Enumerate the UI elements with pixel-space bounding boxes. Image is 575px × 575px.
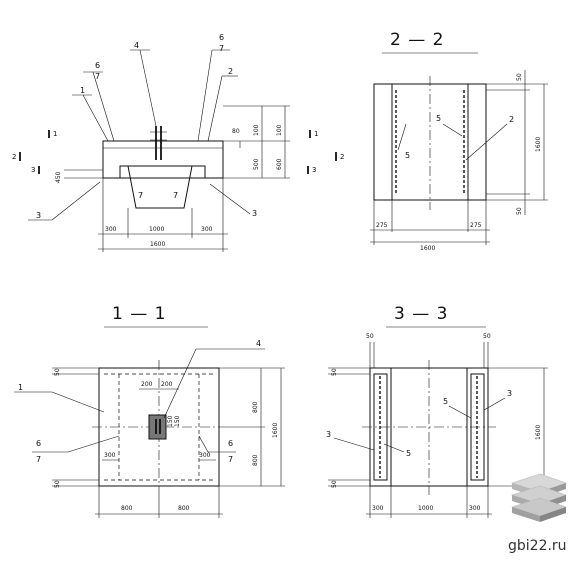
- cut-3-left: 3: [31, 166, 35, 174]
- pos-3-right: 3: [252, 209, 257, 218]
- cut-1-left: 1: [53, 130, 57, 138]
- dim-275-left: 275: [376, 222, 388, 229]
- cut-3-right: 3: [312, 166, 316, 174]
- dim-150-b: 150: [174, 415, 181, 427]
- pos-4: 4: [134, 41, 139, 50]
- dim-300-right-section33: 300: [469, 505, 481, 512]
- dim-1600-vertical: 1600: [535, 137, 542, 152]
- dim-300-right: 300: [201, 226, 213, 233]
- stacked-slabs-logo-icon: [511, 473, 567, 522]
- pos-7-left: 7: [95, 72, 100, 81]
- pos-3-left: 3: [36, 211, 41, 220]
- pos-5-b-section33: 5: [406, 449, 411, 458]
- section-title-2-2: 2 — 2: [390, 30, 444, 50]
- dim-100-a: 100: [253, 124, 260, 136]
- pos-7-b: 7: [173, 191, 178, 200]
- cut-2-left: 2: [12, 153, 16, 161]
- section-2-2-view: 2 — 2 5 5 2 50 50 1600 275 275 1600: [370, 30, 548, 252]
- dim-800-right: 800: [178, 505, 190, 512]
- dim-300-left-section33: 300: [372, 505, 384, 512]
- dim-150-a: 150: [167, 415, 174, 427]
- pos-3-left-section33: 3: [326, 430, 331, 439]
- dim-50-top-section11: 50: [54, 368, 61, 376]
- dim-275-right: 275: [470, 222, 482, 229]
- dim-300-left-section11: 300: [104, 452, 116, 459]
- dim-300-left: 300: [105, 226, 117, 233]
- front-elevation-view: 4 6 7 1 6 7 2 3 3 7 7 1 1 2 2 3 3 80 500…: [12, 33, 344, 252]
- dim-1000: 1000: [149, 226, 164, 233]
- pos-5-a-section33: 5: [443, 397, 448, 406]
- dim-800-a: 800: [252, 401, 259, 413]
- dim-200-right: 200: [161, 381, 173, 388]
- pos-7-a: 7: [138, 191, 143, 200]
- dim-1600: 1600: [150, 241, 165, 248]
- pos-4-section11: 4: [256, 339, 261, 348]
- dim-50-left-section33: 50: [366, 333, 374, 340]
- dim-1600-vertical-section33: 1600: [535, 425, 542, 440]
- dim-50-top-section33: 50: [331, 368, 338, 376]
- dim-50-bottom: 50: [516, 207, 523, 215]
- pos-5-a: 5: [436, 114, 441, 123]
- dim-200-left: 200: [141, 381, 153, 388]
- pos-7-right-section11: 7: [228, 455, 233, 464]
- pos-2-section22: 2: [509, 115, 514, 124]
- dim-80: 80: [232, 128, 240, 135]
- pos-6-left-section11: 6: [36, 439, 41, 448]
- cut-2-right: 2: [340, 153, 344, 161]
- dim-50-bottom-section11: 50: [54, 480, 61, 488]
- watermark-text: gbi22.ru: [508, 538, 567, 554]
- dim-1000-section33: 1000: [418, 505, 433, 512]
- dim-800-b: 800: [252, 454, 259, 466]
- pos-7-right: 7: [219, 44, 224, 53]
- cut-1-right: 1: [314, 130, 318, 138]
- dim-1600-vertical-section11: 1600: [272, 423, 279, 438]
- pos-1-section11: 1: [18, 383, 23, 392]
- dim-600: 600: [276, 158, 283, 170]
- pos-6-right: 6: [219, 33, 224, 42]
- section-1-1-view: 1 — 1 4 1 6 7 6 7 200 200 150 150 30: [14, 304, 285, 518]
- dim-50-bottom-section33: 50: [331, 480, 338, 488]
- dim-450: 450: [55, 171, 62, 183]
- dim-300-right-section11: 300: [199, 452, 211, 459]
- dim-50-right-section33: 50: [483, 333, 491, 340]
- pos-3-right-section33: 3: [507, 389, 512, 398]
- dim-1600-horizontal: 1600: [420, 245, 435, 252]
- pos-2: 2: [228, 67, 233, 76]
- pos-7-left-section11: 7: [36, 455, 41, 464]
- dim-50-top: 50: [516, 73, 523, 81]
- pos-5-b: 5: [405, 151, 410, 160]
- dim-500: 500: [253, 158, 260, 170]
- section-title-1-1: 1 — 1: [112, 304, 166, 324]
- section-3-3-view: 3 — 3 5 5 3 3 50 50 50 50: [326, 304, 548, 518]
- pos-1: 1: [80, 86, 85, 95]
- dim-800-left: 800: [121, 505, 133, 512]
- dim-100-b: 100: [276, 124, 283, 136]
- section-title-3-3: 3 — 3: [394, 304, 448, 324]
- pos-6-left: 6: [95, 61, 100, 70]
- pos-6-right-section11: 6: [228, 439, 233, 448]
